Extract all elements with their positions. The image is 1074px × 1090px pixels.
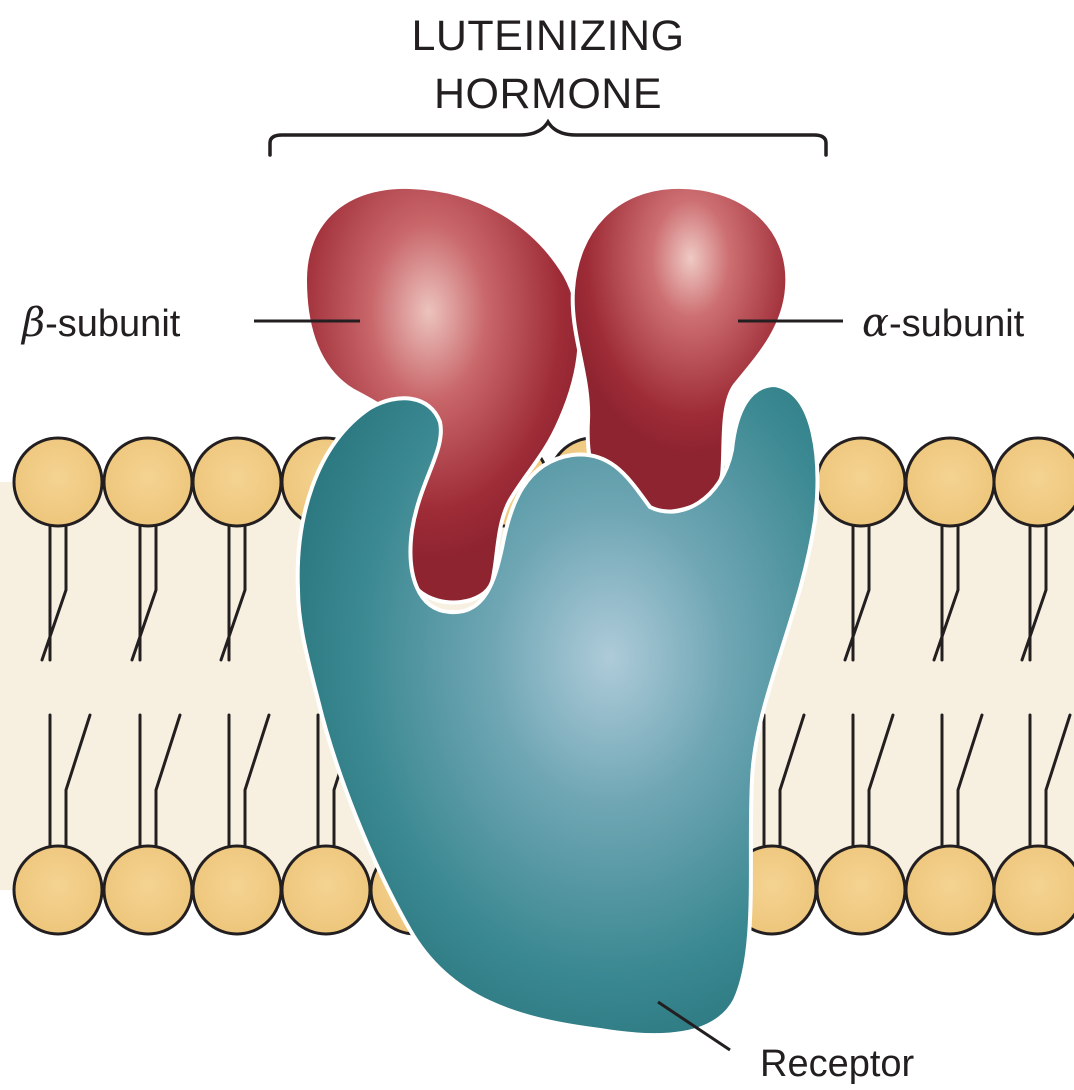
beta-subunit-label: β-subunit: [20, 300, 181, 346]
phospholipid-head: [817, 846, 905, 934]
beta-symbol: β: [20, 300, 45, 346]
phospholipid-head: [906, 846, 994, 934]
receptor-label: Receptor: [760, 1043, 915, 1085]
alpha-subunit-label: α-subunit: [862, 300, 1025, 346]
alpha-suffix: -subunit: [889, 303, 1025, 345]
beta-suffix: -subunit: [45, 303, 181, 345]
phospholipid-head: [14, 846, 102, 934]
title-line-1: LUTEINIZING: [411, 12, 684, 60]
phospholipid-head: [193, 846, 281, 934]
phospholipid-head: [14, 438, 102, 526]
phospholipid-head: [906, 438, 994, 526]
phospholipid-head: [817, 438, 905, 526]
phospholipid-head: [994, 438, 1074, 526]
phospholipid-head: [282, 846, 370, 934]
hormone-bracket: [270, 122, 826, 155]
phospholipid-head: [104, 846, 192, 934]
alpha-symbol: α: [862, 300, 889, 346]
phospholipid-head: [104, 438, 192, 526]
phospholipid-head: [193, 438, 281, 526]
phospholipid-head: [994, 846, 1074, 934]
title-line-2: HORMONE: [434, 70, 662, 118]
receptor: [298, 385, 818, 1035]
